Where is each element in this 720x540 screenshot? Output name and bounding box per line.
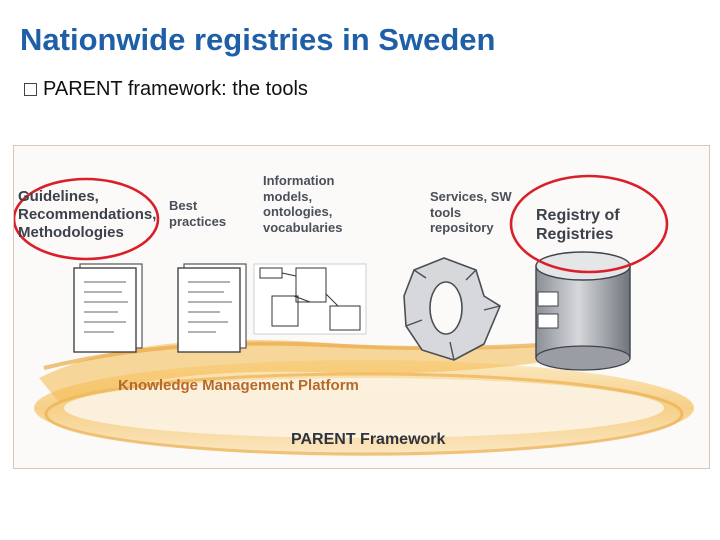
parent-framework-figure: Guidelines, Recommendations, Methodologi…	[13, 145, 710, 469]
framework-label: PARENT Framework	[291, 431, 446, 448]
guidelines-label: Guidelines, Recommendations, Methodologi…	[18, 188, 157, 241]
guidelines-document-icon	[73, 263, 143, 353]
checkbox-bullet-icon	[24, 83, 37, 96]
framework-ring	[34, 360, 694, 456]
uml-model-icon	[253, 263, 367, 335]
slide-title: Nationwide registries in Sweden	[20, 22, 496, 57]
guidelines-highlight-circle	[14, 177, 160, 261]
best-practices-document-icon	[177, 263, 247, 353]
bullet-item: PARENT framework: the tools	[24, 78, 308, 101]
registry-highlight-circle	[509, 174, 669, 274]
services-tools-label: Services, SW tools repository	[430, 189, 512, 236]
information-models-label: Information models, ontologies, vocabula…	[263, 173, 343, 235]
tools-gear-icon	[403, 257, 502, 361]
platform-band	[39, 339, 559, 402]
bullet-text: PARENT framework: the tools	[43, 78, 308, 100]
framework-illustration	[14, 174, 694, 456]
best-practices-label: Best practices	[169, 198, 227, 229]
platform-label: Knowledge Management Platform	[118, 377, 359, 394]
registry-of-registries-label: Registry of Registries	[536, 207, 620, 244]
registry-cylinder-icon	[535, 251, 631, 371]
